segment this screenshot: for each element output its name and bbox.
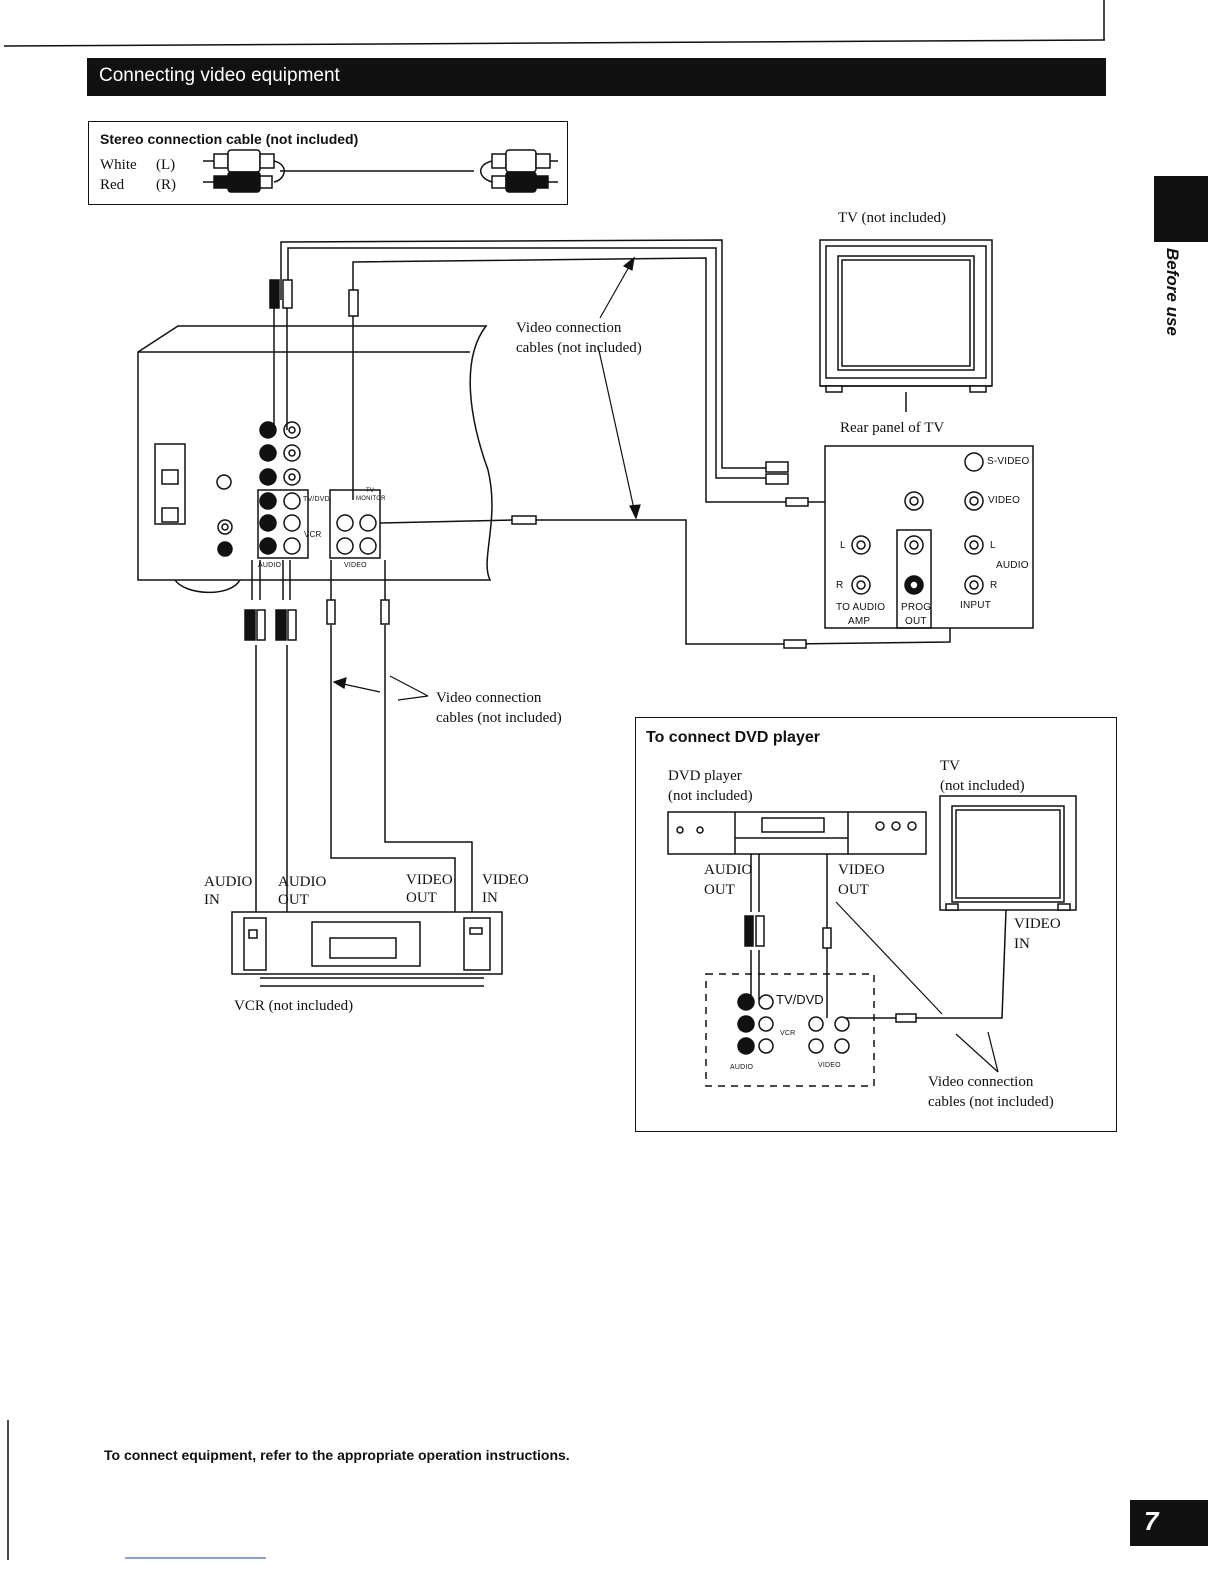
vcr-cable-plugs bbox=[244, 599, 390, 641]
dvd-video-out-1: VIDEO bbox=[838, 862, 885, 878]
tv-panel-input: INPUT bbox=[960, 600, 991, 611]
cable-legend-box bbox=[88, 121, 568, 205]
vcr-video-in-1: VIDEO bbox=[482, 872, 529, 888]
vcr-video-out-2: OUT bbox=[406, 890, 437, 906]
unit-antenna-panel bbox=[154, 443, 233, 557]
dvd-unit-panel bbox=[705, 973, 875, 1087]
cable-plug-white-right bbox=[491, 149, 558, 173]
tv-panel-prog: PROG bbox=[901, 602, 932, 613]
tv-panel-to-audio: TO AUDIO bbox=[836, 602, 886, 613]
cable-plug-red-left bbox=[203, 171, 273, 193]
dvd-tv-label-1: TV bbox=[940, 758, 960, 774]
vcr-label: VCR (not included) bbox=[234, 998, 354, 1014]
label-pointer-top bbox=[597, 256, 641, 520]
dvd-cables-label-1: Video connection bbox=[928, 1074, 1034, 1090]
video-cables-mid-line2: cables (not included) bbox=[436, 710, 562, 726]
vcr-audio-out-1: AUDIO bbox=[278, 874, 327, 890]
section-title-bar: Connecting video equipment bbox=[87, 58, 1106, 96]
side-tab-marker bbox=[1154, 176, 1208, 242]
tv-panel-r-right: R bbox=[990, 580, 998, 591]
dvd-panel-video: VIDEO bbox=[818, 1062, 841, 1069]
section-title: Connecting video equipment bbox=[99, 65, 340, 86]
audio-cable-to-tv bbox=[280, 239, 766, 479]
vcr-audio-out-2: OUT bbox=[278, 892, 309, 908]
page-number: 7 bbox=[1144, 1506, 1159, 1536]
cable-plug-red-right bbox=[491, 171, 558, 193]
tv-rear-panel bbox=[765, 445, 1034, 629]
cable-red-label: Red bbox=[100, 177, 125, 193]
vcr-illustration bbox=[231, 911, 503, 987]
vcr-video-in-2: IN bbox=[482, 890, 498, 906]
dvd-cables-label-2: cables (not included) bbox=[928, 1094, 1054, 1110]
video-cables-top-line2: cables (not included) bbox=[516, 340, 642, 356]
dvd-cable-plugs bbox=[744, 915, 917, 1023]
dvd-panel-audio: AUDIO bbox=[730, 1064, 754, 1071]
video-cable-unit-to-tv bbox=[348, 257, 902, 503]
tv-panel-amp: AMP bbox=[848, 616, 871, 627]
dvd-panel-tv-dvd: TV/DVD bbox=[776, 992, 824, 1007]
vcr-video-out-1: VIDEO bbox=[406, 872, 453, 888]
label-pointer-mid bbox=[332, 675, 429, 701]
dvd-tv-illustration bbox=[939, 795, 1077, 911]
tv-panel-out: OUT bbox=[905, 616, 927, 627]
cable-legend-title: Stereo connection cable (not included) bbox=[100, 131, 359, 147]
tv-panel-l-left: L bbox=[840, 540, 846, 551]
tv-panel-l-right: L bbox=[990, 540, 996, 551]
vcr-audio-in-1: AUDIO bbox=[204, 874, 253, 890]
dvd-label-pointers bbox=[835, 901, 999, 1073]
video-cables-mid-line1: Video connection bbox=[436, 690, 542, 706]
dvd-video-in-2: IN bbox=[1014, 936, 1030, 952]
unit-monitor: MONITOR bbox=[356, 496, 386, 502]
dvd-section-title: To connect DVD player bbox=[646, 729, 820, 746]
unit-jack-columns bbox=[257, 421, 381, 559]
tv-main-illustration bbox=[819, 239, 993, 412]
cable-white-label: White bbox=[100, 157, 137, 173]
footer-note: To connect equipment, refer to the appro… bbox=[104, 1447, 570, 1463]
vcr-cables bbox=[251, 560, 473, 912]
dvd-video-out-2: OUT bbox=[838, 882, 869, 898]
dvd-audio-out-1: AUDIO bbox=[704, 862, 753, 878]
dvd-cables bbox=[750, 854, 1007, 1019]
dvd-panel-vcr: VCR bbox=[780, 1030, 796, 1037]
cable-white-channel: (L) bbox=[156, 157, 176, 173]
tv-panel-r-left: R bbox=[836, 580, 844, 591]
page-number-box: 7 bbox=[1130, 1500, 1208, 1546]
dvd-section-box bbox=[635, 717, 1117, 1132]
tv-label: TV (not included) bbox=[838, 210, 947, 226]
dvd-player-illustration bbox=[667, 811, 927, 855]
tv-panel-s-video: S-VIDEO bbox=[987, 456, 1030, 467]
audio-plugs-top bbox=[269, 279, 293, 430]
unit-tv: TV bbox=[366, 488, 375, 494]
unit-audio: AUDIO bbox=[258, 562, 282, 569]
dvd-video-in-1: VIDEO bbox=[1014, 916, 1061, 932]
video-cables-top-line1: Video connection bbox=[516, 320, 622, 336]
unit-video: VIDEO bbox=[344, 562, 367, 569]
vcr-audio-in-2: IN bbox=[204, 892, 220, 908]
unit-rear-body bbox=[137, 325, 493, 594]
rear-panel-label: Rear panel of TV bbox=[840, 420, 945, 436]
tv-panel-audio: AUDIO bbox=[996, 560, 1029, 571]
dvd-audio-out-2: OUT bbox=[704, 882, 735, 898]
unit-vcr: VCR bbox=[304, 530, 322, 539]
unit-tv-dvd: TV/DVD bbox=[303, 496, 330, 503]
tv-panel-video: VIDEO bbox=[988, 495, 1021, 506]
dvd-player-label-1: DVD player bbox=[668, 768, 742, 784]
dvd-tv-label-2: (not included) bbox=[940, 778, 1025, 794]
cable-red-channel: (R) bbox=[156, 177, 176, 193]
dvd-player-label-2: (not included) bbox=[668, 788, 753, 804]
